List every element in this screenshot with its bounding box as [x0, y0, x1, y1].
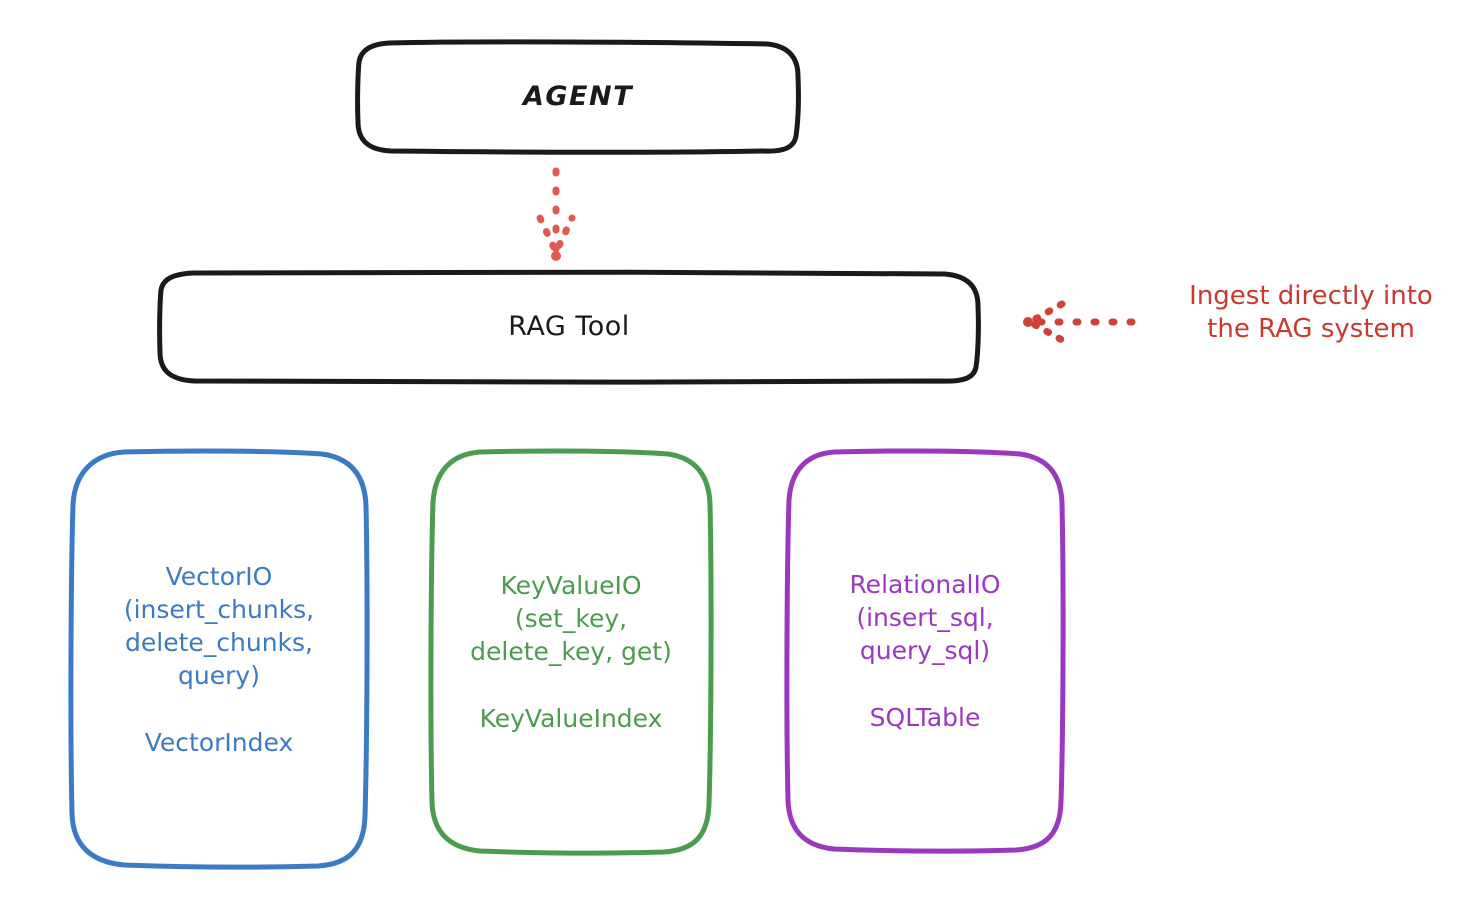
- ingest-annotation-label: Ingest directly into the RAG system: [1189, 281, 1433, 344]
- vector-io-node[interactable]: VectorIO (insert_chunks, delete_chunks, …: [68, 448, 370, 870]
- key-value-io-node[interactable]: KeyValueIO (set_key, delete_key, get) Ke…: [428, 448, 714, 856]
- rag-tool-label: RAG Tool: [508, 311, 630, 343]
- ingest-pointer-arrow: [1023, 300, 1136, 344]
- relational-io-api-label: RelationalIO (insert_sql, query_sql): [849, 570, 1001, 665]
- key-value-io-index-label: KeyValueIndex: [479, 704, 663, 733]
- vector-io-api-label: VectorIO (insert_chunks, delete_chunks, …: [123, 561, 315, 690]
- agent-label: AGENT: [522, 81, 633, 113]
- agent-to-rag-tool-arrow: [536, 167, 576, 261]
- vector-io-index-label: VectorIndex: [144, 727, 294, 757]
- relational-io-node[interactable]: RelationalIO (insert_sql, query_sql) SQL…: [784, 448, 1066, 854]
- key-value-io-api-label: KeyValueIO (set_key, delete_key, get): [470, 571, 672, 666]
- agent-node[interactable]: AGENT: [355, 39, 801, 155]
- rag-tool-node[interactable]: RAG Tool: [157, 269, 981, 385]
- relational-io-index-label: SQLTable: [869, 703, 981, 732]
